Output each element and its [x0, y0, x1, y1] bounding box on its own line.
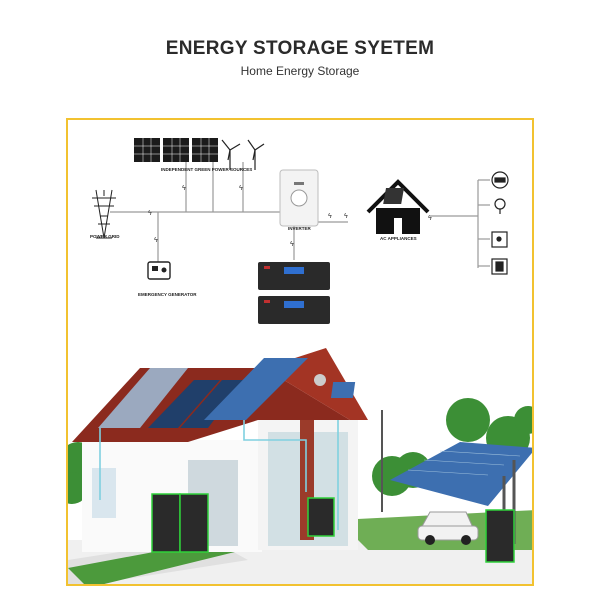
battery-module-icon [258, 262, 330, 324]
green-sources-label: INDEPENDENT GREEN POWER SOURCES [161, 167, 253, 172]
switch-icon [491, 258, 508, 275]
page-title: ENERGY STORAGE SYETEM [165, 38, 435, 59]
power-grid-label: POWER GRID [90, 234, 120, 239]
power-tower-icon [92, 189, 116, 239]
page-subtitle: Home Energy Storage [240, 64, 360, 78]
wiring [110, 162, 490, 268]
solar-panel-icon [134, 138, 218, 162]
house-battery-stack [151, 493, 335, 553]
car-illustration [417, 511, 479, 545]
cable-lines [99, 420, 339, 530]
schematic-svg: ϟ ϟ ϟ ϟ ϟ ϟ ϟ ϟ [68, 138, 532, 584]
inverter-label: INVERTER [288, 226, 311, 231]
svg-text:ϟ: ϟ [428, 215, 432, 222]
svg-text:ϟ: ϟ [344, 213, 348, 220]
socket-icon [491, 231, 508, 248]
svg-text:ϟ: ϟ [239, 185, 243, 192]
wind-turbine-icon [221, 139, 265, 170]
svg-text:ϟ: ϟ [328, 213, 332, 220]
emergency-generator-label: EMERGENCY GENERATOR [138, 292, 197, 297]
ac-appliances-label: AC APPLIANCES [380, 236, 417, 241]
diagram-frame: ϟ ϟ ϟ ϟ ϟ ϟ ϟ ϟ [66, 118, 534, 586]
generator-icon [147, 261, 171, 280]
carport-battery [485, 509, 515, 563]
car-icon [491, 171, 509, 189]
svg-text:ϟ: ϟ [148, 210, 152, 217]
street-light-icon [330, 382, 383, 512]
svg-text:ϟ: ϟ [154, 237, 158, 244]
svg-text:ϟ: ϟ [182, 185, 186, 192]
inverter-icon [279, 169, 319, 227]
lightbulb-icon [494, 198, 506, 214]
house-icon [366, 179, 430, 234]
svg-text:ϟ: ϟ [290, 241, 294, 248]
